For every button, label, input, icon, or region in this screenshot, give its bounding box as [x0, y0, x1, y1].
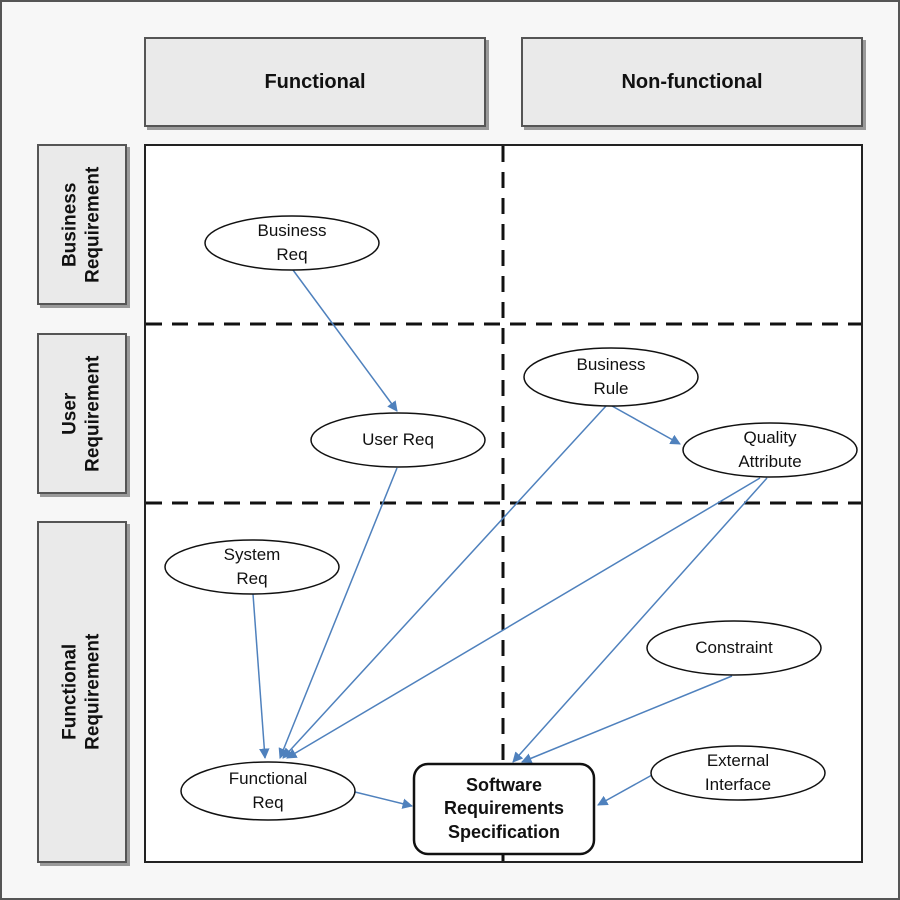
row-header-business-requirement: Business Requirement — [37, 144, 127, 305]
node-functional-req — [180, 761, 356, 821]
arrow-business-req-to-user-req — [292, 269, 398, 412]
arrow-business-rule-to-functional-req — [282, 405, 607, 759]
node-business-rule — [523, 347, 699, 407]
node-system-req — [164, 539, 340, 595]
column-header-non-functional: Non-functional — [521, 37, 863, 127]
node-external-interface — [650, 745, 826, 801]
arrow-system-req-to-functional-req — [252, 593, 270, 760]
arrow-quality-attribute-to-functional-req — [286, 477, 761, 759]
node-constraint — [646, 620, 822, 676]
arrow-quality-attribute-to-srs — [512, 477, 768, 763]
node-business-req — [204, 215, 380, 271]
row-header-user-requirement: User Requirement — [37, 333, 127, 494]
arrow-functional-req-to-srs — [354, 791, 414, 809]
row-header-functional-requirement: Functional Requirement — [37, 521, 127, 863]
arrow-constraint-to-srs — [521, 675, 733, 764]
arrow-external-interface-to-srs — [597, 774, 653, 806]
node-quality-attribute — [682, 422, 858, 478]
column-header-non-functional-label: Non-functional — [621, 70, 763, 93]
column-header-functional: Functional — [144, 37, 486, 127]
node-software-requirements-specification — [412, 762, 596, 856]
arrow-user-req-to-functional-req — [278, 467, 398, 759]
column-header-functional-label: Functional — [264, 70, 366, 93]
node-user-req — [310, 412, 486, 468]
arrow-business-rule-to-quality-attribute — [611, 405, 681, 445]
